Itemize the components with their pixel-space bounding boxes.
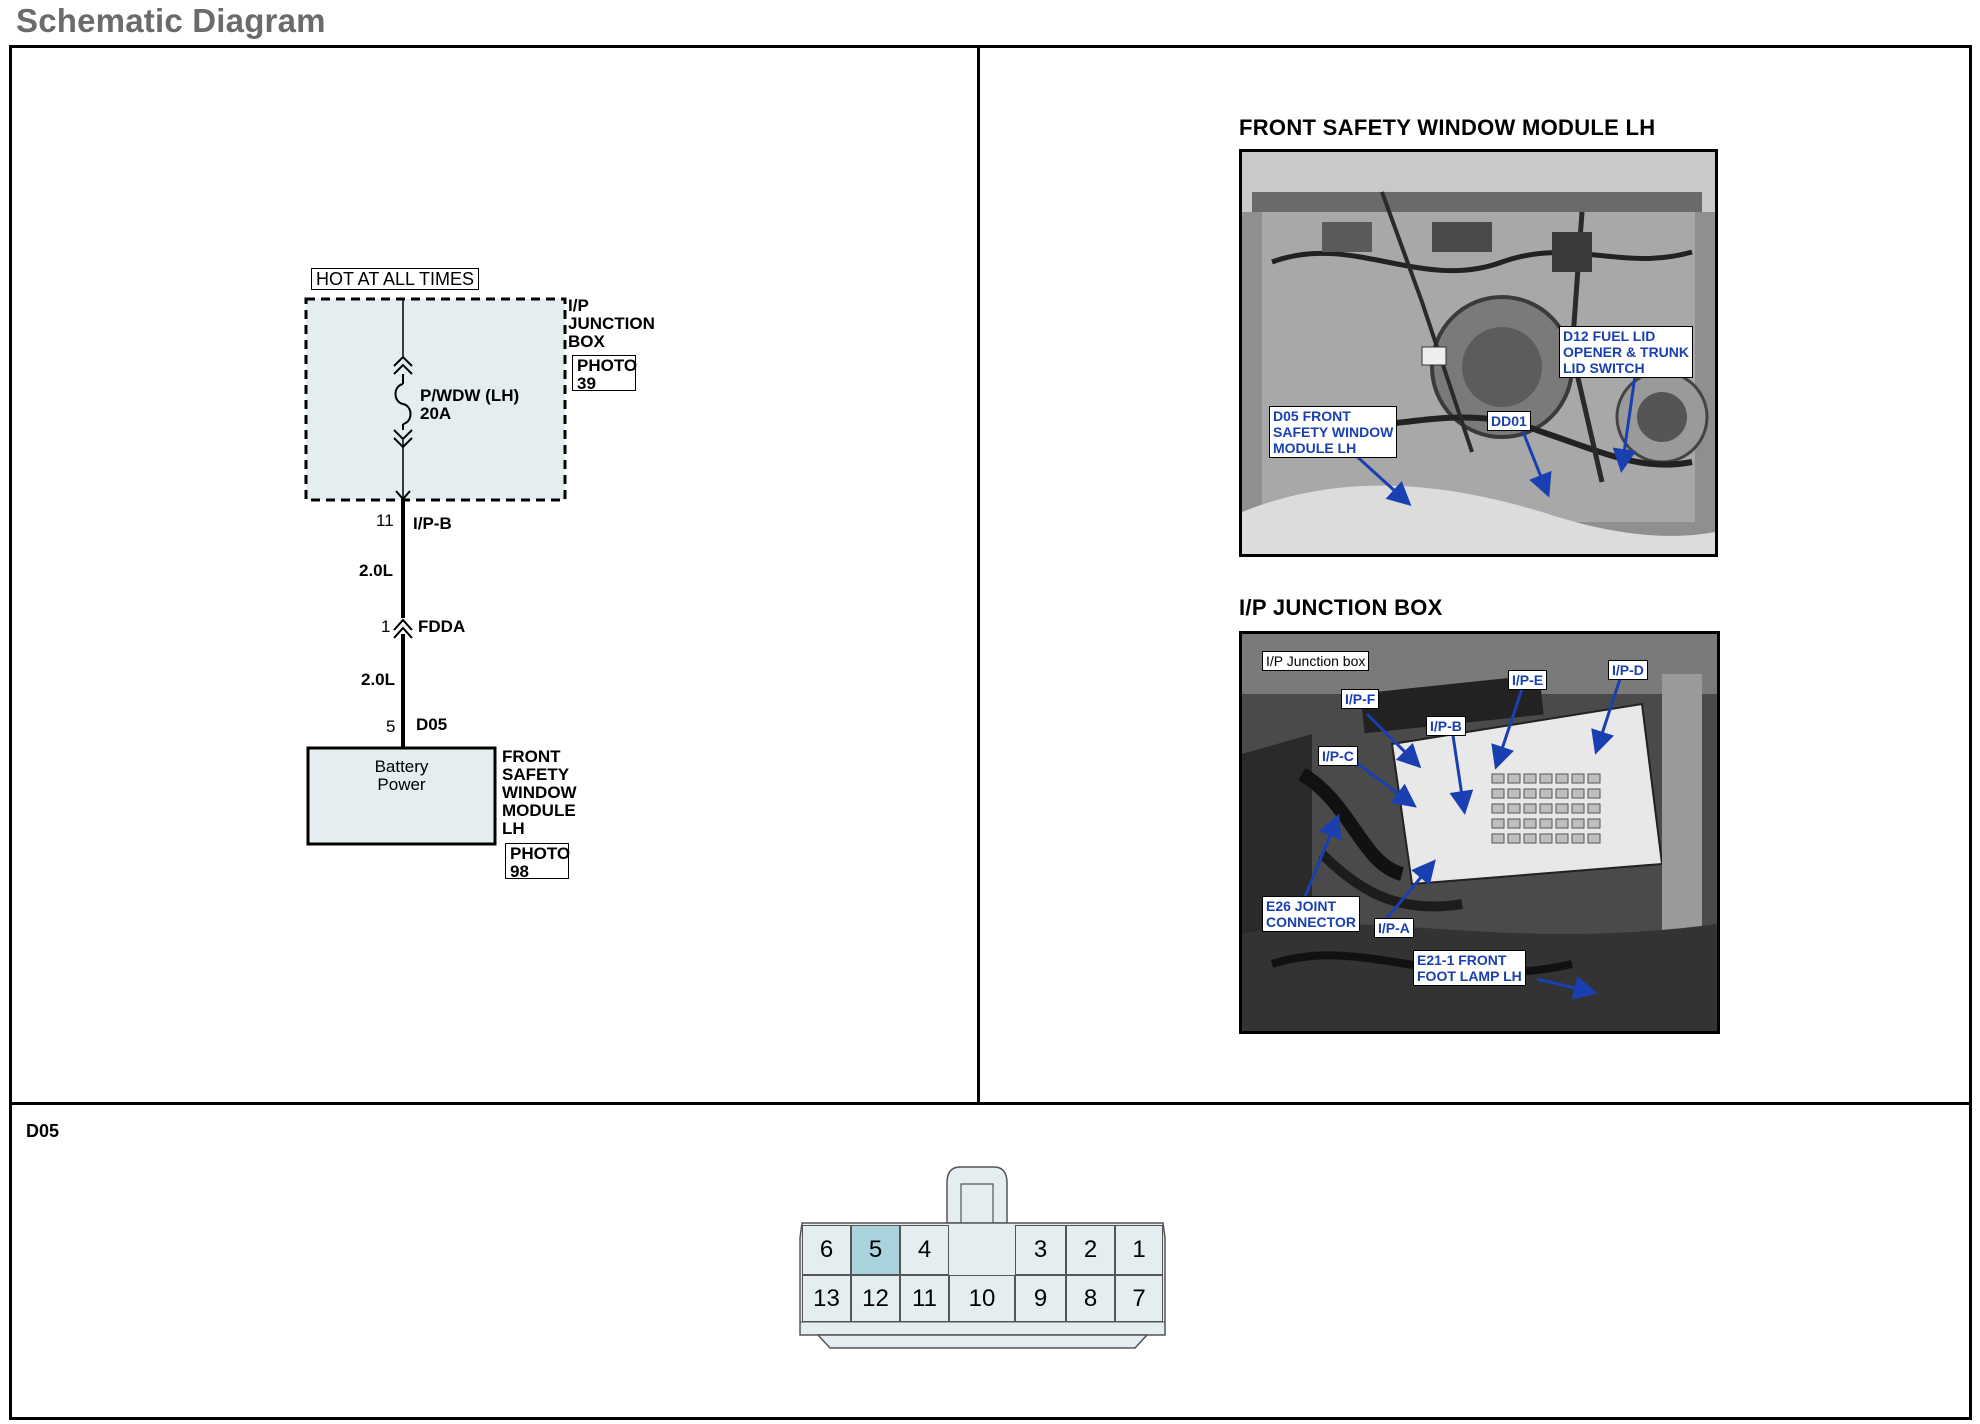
- connector-name: D05: [26, 1121, 60, 1141]
- pin-2: 2: [1066, 1225, 1115, 1275]
- pin-3: 3: [1015, 1225, 1066, 1275]
- pin-13: 13: [802, 1275, 851, 1322]
- wire-size-top: 2.0L: [359, 561, 394, 580]
- callout-junction-box: I/P Junction box: [1262, 651, 1370, 671]
- horizontal-divider: [9, 1102, 1972, 1105]
- pin-8: 8: [1066, 1275, 1115, 1322]
- module-photo-ref: PHOTO 98: [505, 843, 570, 881]
- callout-d12: D12 FUEL LID OPENER & TRUNK LID SWITCH: [1559, 326, 1694, 378]
- module-label: FRONT SAFETY WINDOW MODULE LH: [502, 747, 577, 838]
- module-box: [306, 746, 497, 846]
- wire-size-bottom: 2.0L: [361, 670, 396, 689]
- pin-fdda: 1: [381, 617, 391, 636]
- pin-12: 12: [851, 1275, 900, 1322]
- pin-d05: 5: [386, 717, 396, 736]
- callout-dd01: DD01: [1487, 411, 1531, 431]
- callout-e26: E26 JOINT CONNECTOR: [1262, 896, 1360, 932]
- callout-d05: D05 FRONT SAFETY WINDOW MODULE LH: [1269, 406, 1398, 458]
- junction-box-label: I/P JUNCTION BOX: [568, 296, 655, 351]
- photo-front-safety-window-module: D12 FUEL LID OPENER & TRUNK LID SWITCH D…: [1239, 149, 1718, 557]
- photo-top-title: FRONT SAFETY WINDOW MODULE LH: [1239, 115, 1656, 140]
- callout-ipe: I/P-E: [1508, 670, 1548, 690]
- pin-1: 1: [1115, 1225, 1163, 1275]
- callout-ipd: I/P-D: [1608, 660, 1648, 680]
- pin-6: 6: [802, 1225, 851, 1275]
- connector-ipb-label: I/P-B: [413, 514, 452, 533]
- module-inner-text: Battery Power: [374, 757, 429, 794]
- schematic-wiring: [304, 297, 567, 846]
- photo-bottom-title: I/P JUNCTION BOX: [1239, 595, 1443, 620]
- pin-9: 9: [1015, 1275, 1066, 1322]
- pin-ipb: 11: [376, 511, 394, 530]
- callout-ipc: I/P-C: [1318, 746, 1358, 766]
- vertical-divider: [977, 45, 980, 1105]
- hot-at-all-times-label: HOT AT ALL TIMES: [311, 268, 480, 290]
- page-title: Schematic Diagram: [16, 2, 326, 39]
- pin-7: 7: [1115, 1275, 1163, 1322]
- junction-box-outline: [304, 297, 567, 502]
- connector-fdda-label: FDDA: [418, 617, 466, 636]
- door-photo-arrows: [1350, 361, 1639, 507]
- ipb-arrow: [395, 490, 411, 501]
- fdda-connector-symbol: [393, 618, 413, 631]
- callout-ipb: I/P-B: [1426, 716, 1466, 736]
- pin-4: 4: [900, 1225, 949, 1275]
- fuse-symbol: [393, 355, 413, 449]
- diagram-frame: [9, 45, 1972, 1420]
- pin-10: 10: [949, 1275, 1015, 1322]
- photo-ip-junction-box: I/P Junction box I/P-F I/P-E I/P-D I/P-C…: [1239, 631, 1720, 1034]
- junction-photo-arrows: [1300, 678, 1622, 1000]
- callout-e21: E21-1 FRONT FOOT LAMP LH: [1413, 950, 1526, 986]
- callout-ipa: I/P-A: [1374, 918, 1414, 938]
- junction-box-photo-ref: PHOTO 39: [572, 355, 637, 393]
- fuse-label: P/WDW (LH) 20A: [420, 386, 520, 423]
- callout-ipf: I/P-F: [1341, 689, 1380, 709]
- pin-11: 11: [900, 1275, 949, 1322]
- pin-5-highlighted: 5: [851, 1225, 900, 1275]
- connector-d05-label: D05: [416, 715, 448, 734]
